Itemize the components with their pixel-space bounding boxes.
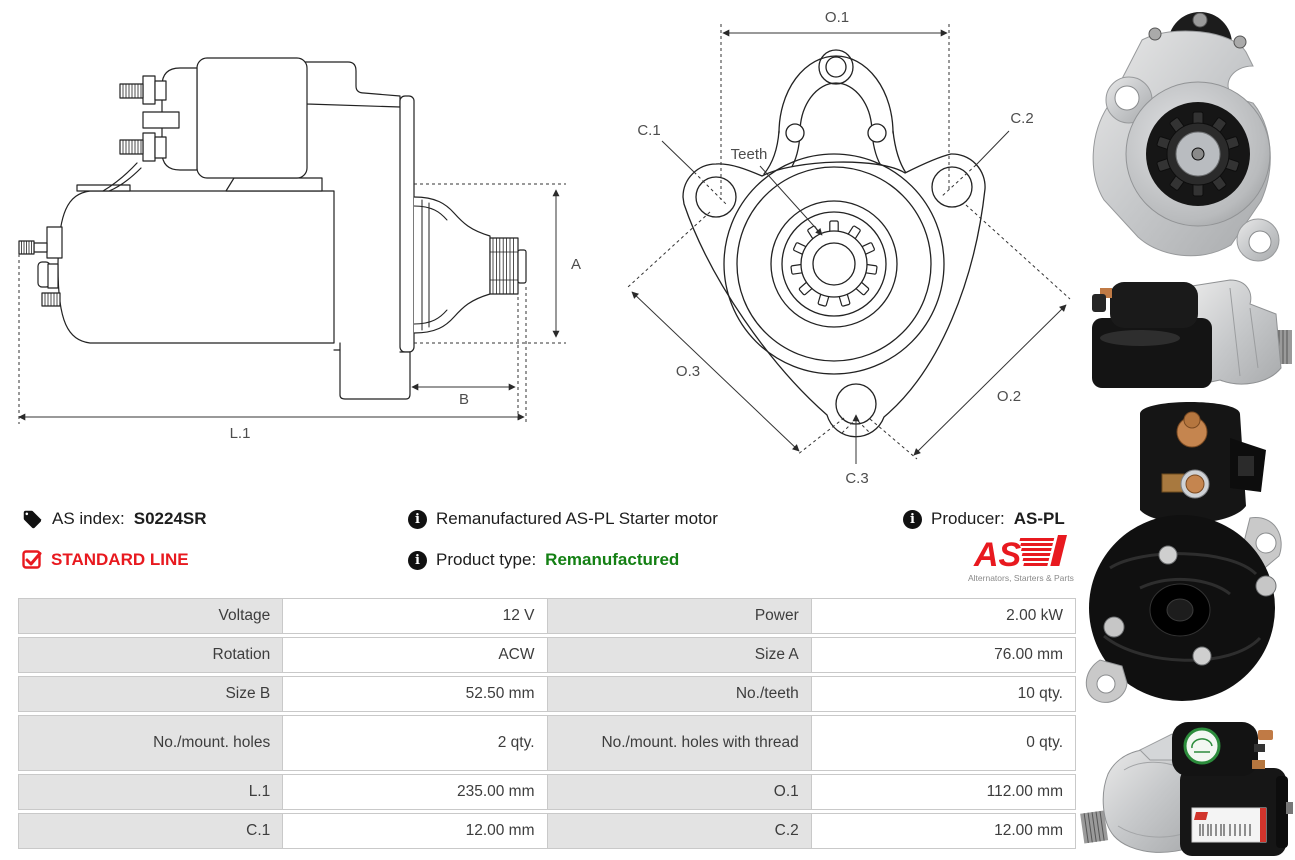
table-row: Size B 52.50 mm No./teeth 10 qty. <box>18 676 1076 712</box>
spec-value: 12.00 mm <box>810 813 1076 849</box>
spec-value: 2.00 kW <box>810 598 1076 634</box>
starter-rear-view-photo[interactable] <box>1080 398 1295 713</box>
table-row: Rotation ACW Size A 76.00 mm <box>18 637 1076 673</box>
spec-value: 10 qty. <box>810 676 1076 712</box>
dim-label-c2: C.2 <box>1010 110 1033 127</box>
product-type-row: i Product type: Remanufactured <box>408 548 679 572</box>
spec-label: C.1 <box>18 813 284 849</box>
spec-value: 235.00 mm <box>282 774 548 810</box>
product-type-value: Remanufactured <box>545 550 680 569</box>
dim-label-o1: O.1 <box>825 9 849 26</box>
spec-value: 112.00 mm <box>810 774 1076 810</box>
table-row: L.1 235.00 mm O.1 112.00 mm <box>18 774 1076 810</box>
spec-value: ACW <box>282 637 548 673</box>
spec-value: 12.00 mm <box>282 813 548 849</box>
description-row: i Remanufactured AS-PL Starter motor <box>408 507 718 531</box>
spec-label: Voltage <box>18 598 284 634</box>
info-icon: i <box>408 509 427 529</box>
table-row: Voltage 12 V Power 2.00 kW <box>18 598 1076 634</box>
spec-label: Power <box>546 598 812 634</box>
spec-label: Rotation <box>18 637 284 673</box>
dim-label-c1: C.1 <box>637 122 660 139</box>
spec-value: 0 qty. <box>810 715 1076 771</box>
side-view-drawing: A B L.1 <box>18 57 581 442</box>
table-row: C.1 12.00 mm C.2 12.00 mm <box>18 813 1076 849</box>
spec-value: 12 V <box>282 598 548 634</box>
product-type-label: Product type: <box>436 550 537 569</box>
as-index-row: AS index: S0224SR <box>22 507 207 531</box>
as-pl-logo: AS Alternators, Starters & Parts <box>968 535 1074 583</box>
info-icon: i <box>903 509 922 529</box>
info-icon: i <box>408 550 427 570</box>
producer-value: AS-PL <box>1013 509 1065 528</box>
spec-label: Size A <box>546 637 812 673</box>
dim-label-b: B <box>459 391 469 408</box>
starter-angled-view-photo[interactable] <box>1080 716 1295 860</box>
spec-label: C.2 <box>546 813 812 849</box>
spec-label: No./teeth <box>546 676 812 712</box>
product-line-label: STANDARD LINE <box>51 550 189 569</box>
tag-icon <box>22 509 43 530</box>
spec-label: No./mount. holes with thread <box>546 715 812 771</box>
spec-label: No./mount. holes <box>18 715 284 771</box>
dim-label-teeth: Teeth <box>731 146 768 163</box>
producer-label: Producer: <box>931 509 1005 528</box>
dim-label-o2: O.2 <box>997 388 1021 405</box>
spec-label: L.1 <box>18 774 284 810</box>
spec-value: 76.00 mm <box>810 637 1076 673</box>
as-index-value: S0224SR <box>133 509 207 528</box>
front-view-drawing: O.1 C.1 C.2 Teeth O.3 O.2 C.3 <box>627 9 1071 487</box>
logo-text: AS <box>973 536 1022 574</box>
as-index-label: AS index: <box>52 509 125 528</box>
logo-tagline: Alternators, Starters & Parts <box>968 573 1074 583</box>
product-description: Remanufactured AS-PL Starter motor <box>436 509 718 528</box>
checked-checkbox-icon <box>22 550 42 570</box>
spec-table: Voltage 12 V Power 2.00 kW Rotation ACW … <box>18 598 1076 852</box>
product-line-row: STANDARD LINE <box>22 548 189 572</box>
table-row: No./mount. holes 2 qty. No./mount. holes… <box>18 715 1076 771</box>
spec-value: 52.50 mm <box>282 676 548 712</box>
producer-row: i Producer: AS-PL <box>903 507 1065 531</box>
starter-front-view-photo[interactable] <box>1080 4 1295 266</box>
dim-label-l1: L.1 <box>230 425 251 442</box>
spec-label: O.1 <box>546 774 812 810</box>
dim-label-o3: O.3 <box>676 363 700 380</box>
spec-value: 2 qty. <box>282 715 548 771</box>
product-photo-gallery <box>1080 0 1295 860</box>
spec-label: Size B <box>18 676 284 712</box>
starter-side-view-photo[interactable] <box>1080 268 1295 392</box>
dim-label-a: A <box>571 256 581 273</box>
dim-label-c3: C.3 <box>845 470 868 487</box>
